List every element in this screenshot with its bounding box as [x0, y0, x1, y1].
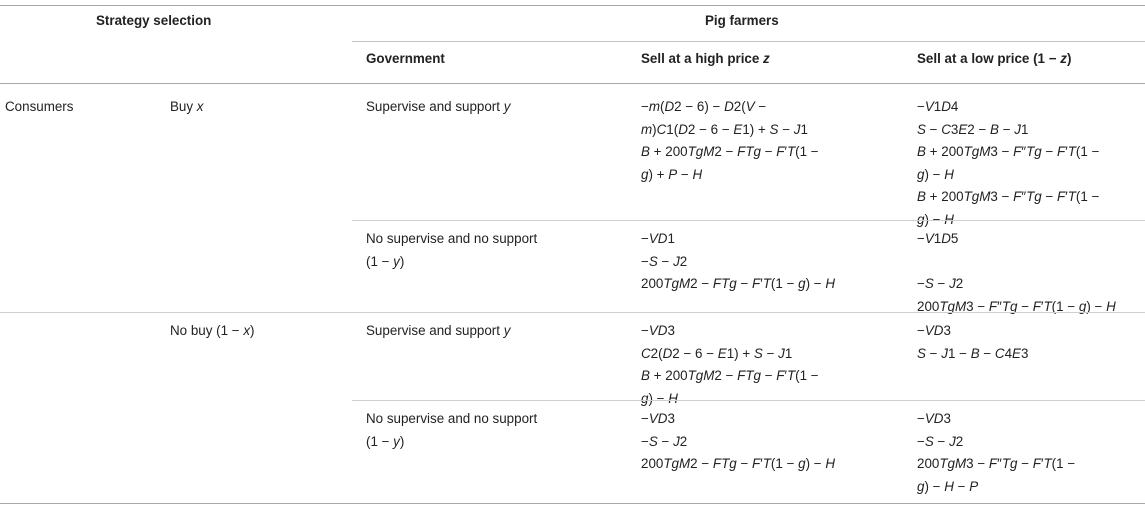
row-3-government: No supervise and no support(1 − y)	[366, 411, 538, 449]
header-pig-farmers: Pig farmers	[705, 13, 779, 28]
header-strategy-selection: Strategy selection	[96, 13, 212, 28]
header-low-price: Sell at a low price (1 − z)	[917, 51, 1072, 66]
row-0-consumer-choice: Buy x	[170, 99, 204, 114]
row-2-consumer-choice: No buy (1 − x)	[170, 323, 255, 338]
row-3-low-payoff: −VD3−S − J2 200TgM3 − F″Tg − F′T(1 −g) −…	[917, 411, 1076, 494]
row-0-consumer: Consumers	[5, 99, 74, 114]
row-0-high-payoff: −m(D2 − 6) − D2(V −m)C1(D2 − 6 − E1) + S…	[641, 99, 819, 182]
row-2-government: Supervise and support y	[366, 323, 511, 338]
table-bottom-rule	[0, 503, 1145, 504]
header-government: Government	[366, 51, 445, 66]
header-sub-rule	[352, 41, 1145, 42]
table-top-rule	[0, 5, 1145, 6]
row-0-government: Supervise and support y	[366, 99, 511, 114]
row-1-government: No supervise and no support(1 − y)	[366, 231, 538, 269]
row-separator	[352, 220, 1145, 221]
header-high-price: Sell at a high price z	[641, 51, 770, 66]
header-bottom-rule	[0, 83, 1145, 84]
row-separator	[0, 312, 1145, 313]
row-separator	[352, 400, 1145, 401]
